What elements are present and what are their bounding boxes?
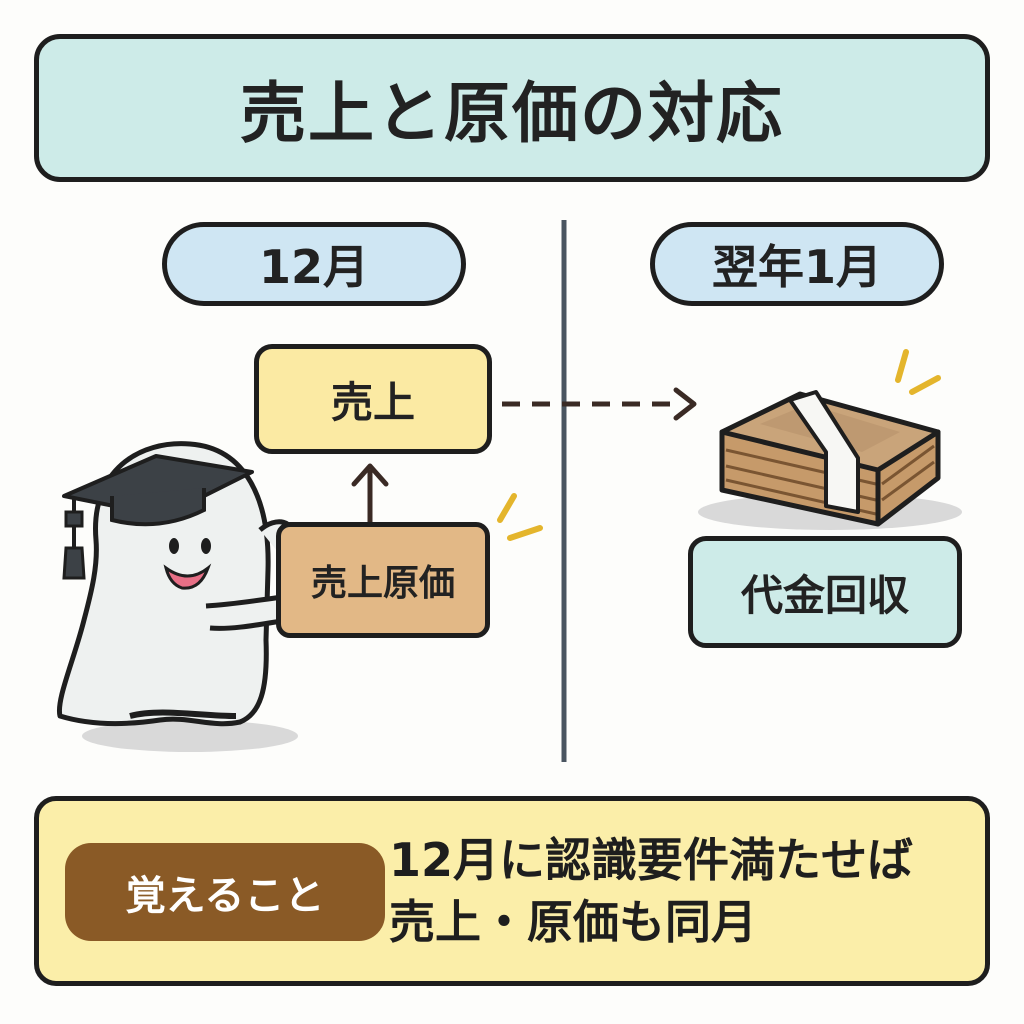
cash-bundle-icon [698,390,962,530]
cost-of-sales-box: 売上原価 [276,522,490,638]
key-point-badge: 覚えること [65,843,385,941]
period-label-next-january: 翌年1月 [650,222,944,306]
ghost-mascot [56,441,302,752]
up-arrow-head [351,463,389,487]
dashed-arrow-head [673,387,697,421]
key-point-text: 12月に認識要件満たせば 売上・原価も同月 [389,829,989,953]
cash-collection-box: 代金回収 [688,536,962,648]
page-title: 売上と原価の対応 [34,34,990,182]
period-label-december: 12月 [162,222,466,306]
sparkle-icon [895,349,941,395]
key-point-line-1: 12月に認識要件満たせば [389,833,914,887]
key-point-line-2: 売上・原価も同月 [389,895,757,949]
sales-box: 売上 [254,344,492,454]
key-point-panel: 覚えること 12月に認識要件満たせば 売上・原価も同月 [34,796,990,986]
sparkle-icon [497,493,543,541]
